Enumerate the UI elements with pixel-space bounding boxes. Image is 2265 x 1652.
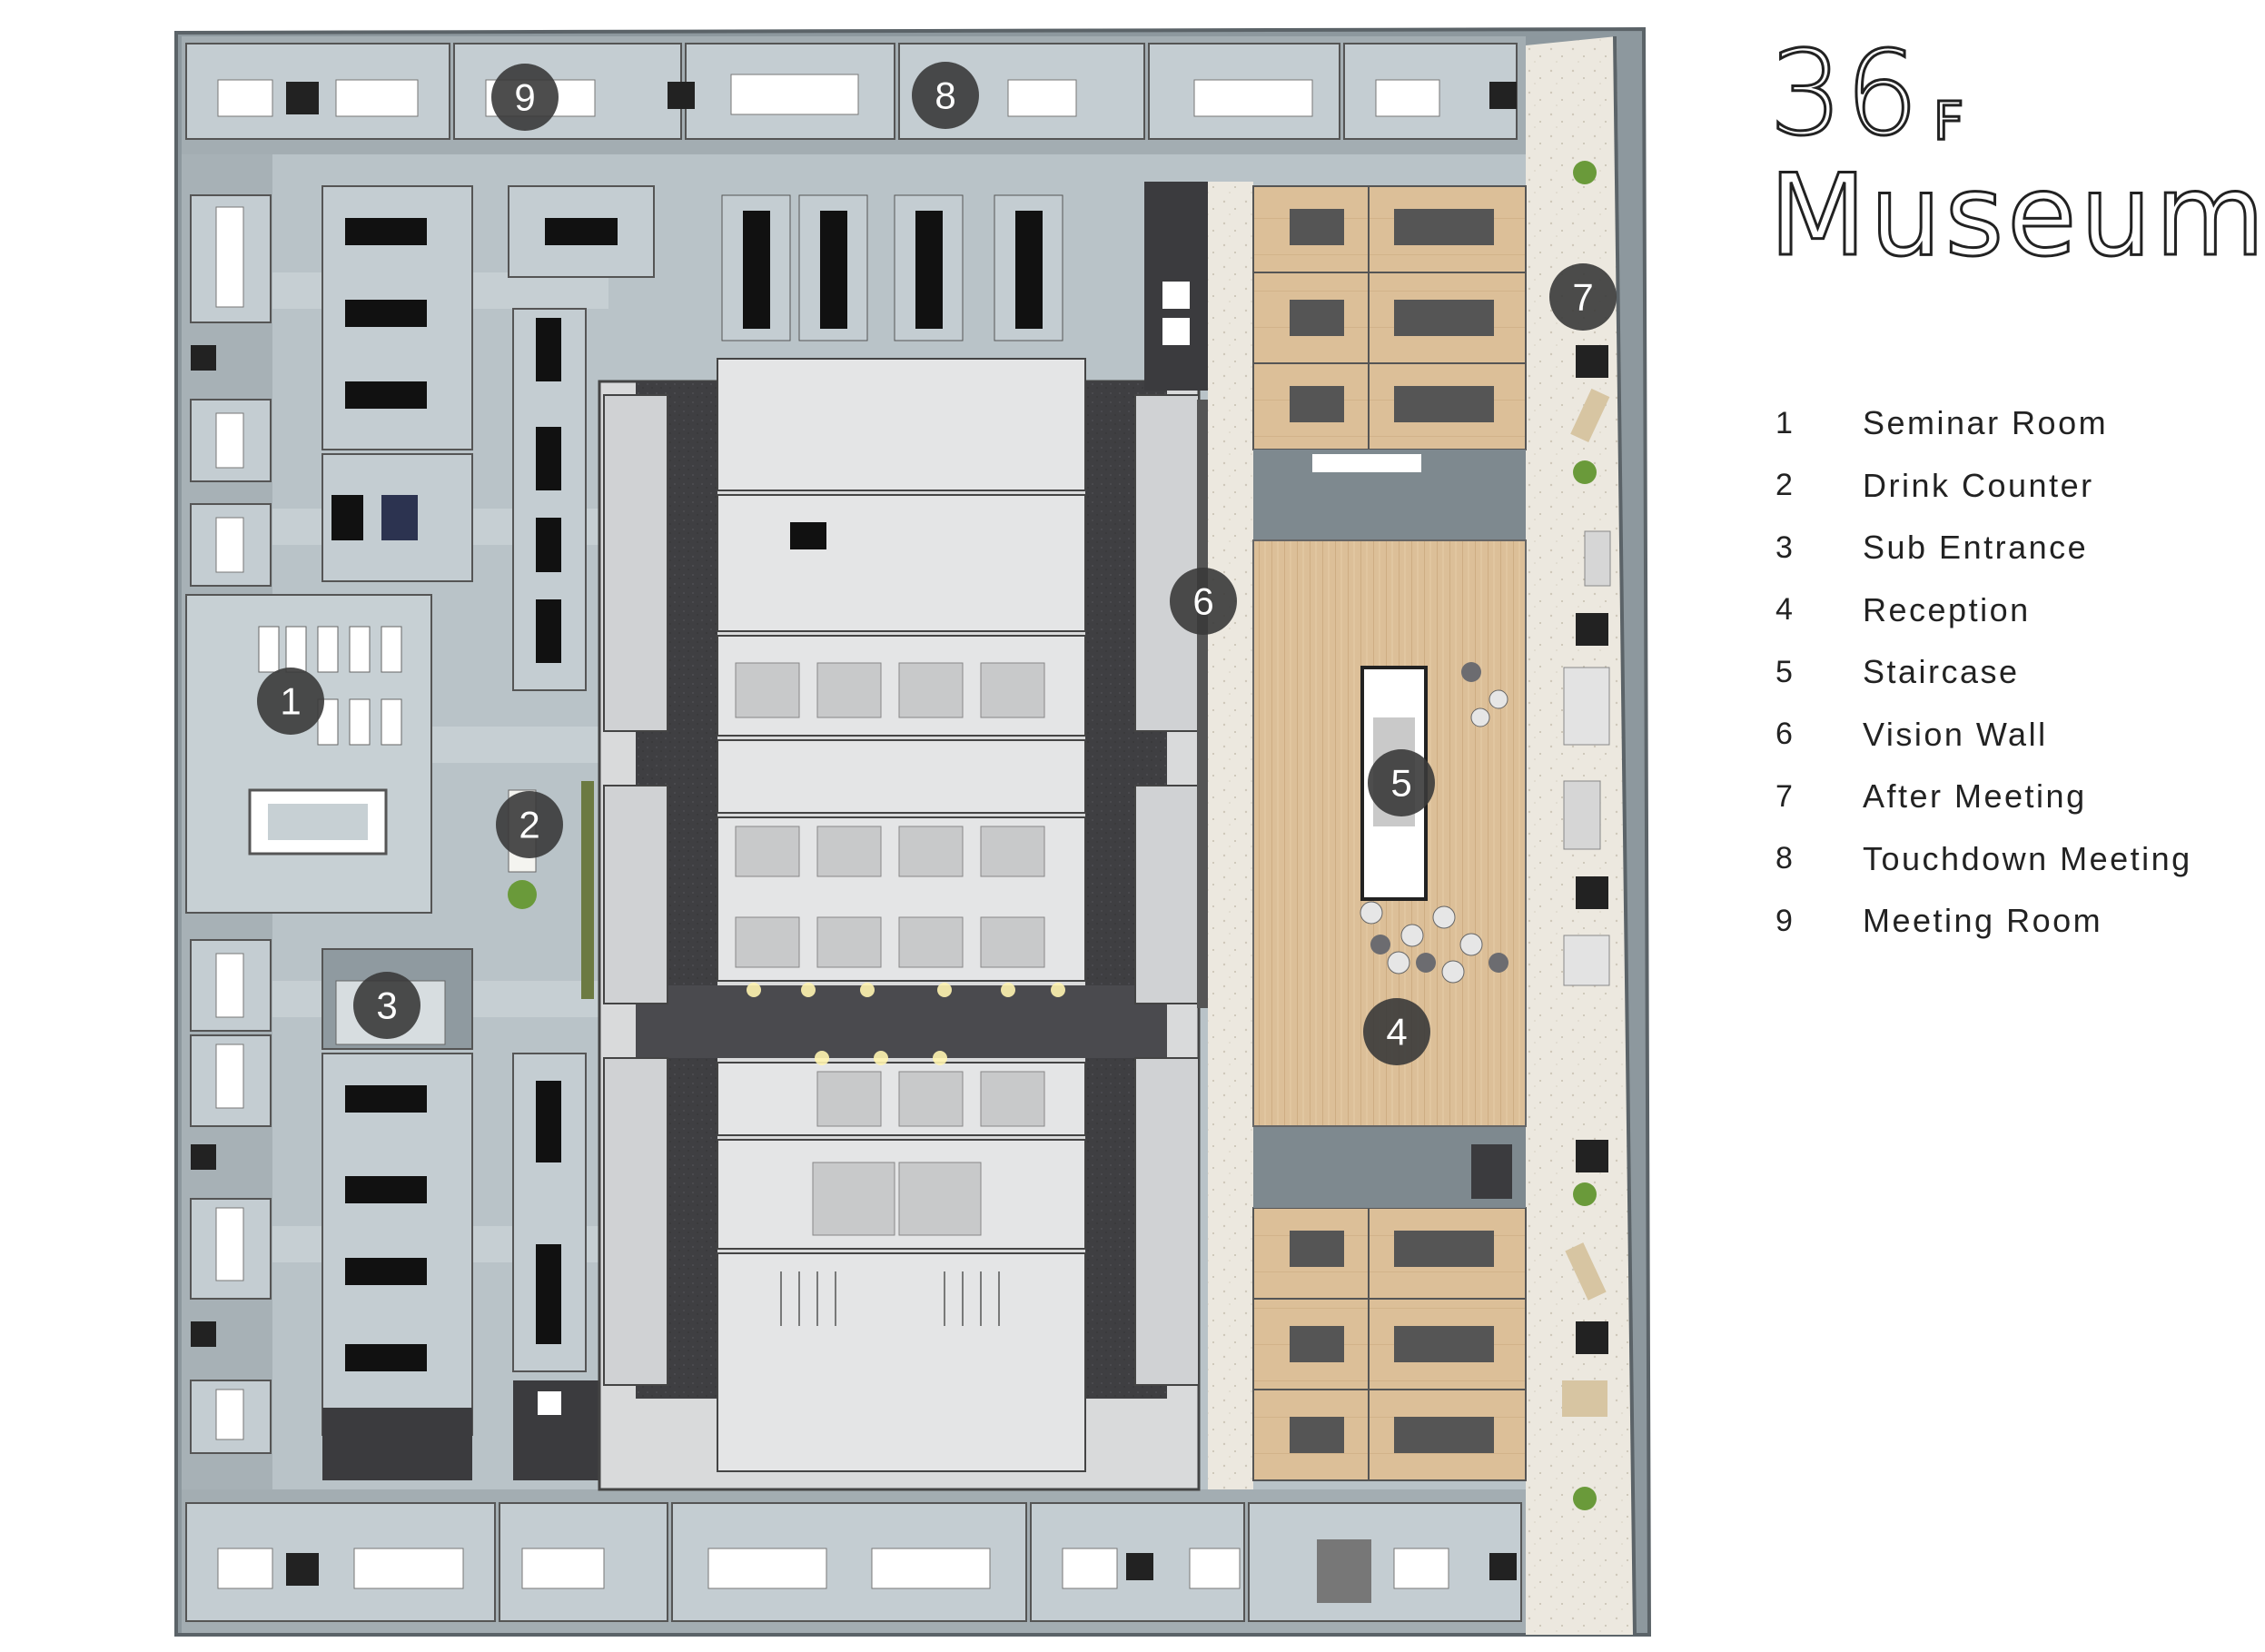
- legend-label: Seminar Room: [1863, 404, 2109, 442]
- svg-text:4: 4: [1386, 1011, 1407, 1054]
- svg-text:6: 6: [1192, 580, 1213, 623]
- floor-name: Museum: [1768, 151, 2265, 282]
- floor-unit: F: [1932, 90, 1964, 152]
- seminar-room: [185, 594, 432, 914]
- east-lounge-furniture: [1562, 161, 1611, 1510]
- svg-text:3: 3: [376, 984, 397, 1027]
- legend-label: Meeting Room: [1863, 902, 2103, 940]
- building-core: [598, 358, 1201, 1491]
- west-focus-rooms-upper: [321, 185, 655, 691]
- legend-item: 4 Reception: [1775, 579, 2248, 642]
- legend-label: Vision Wall: [1863, 715, 2048, 753]
- legend-number: 6: [1775, 717, 1794, 752]
- legend-item: 8 Touchdown Meeting: [1775, 828, 2248, 891]
- legend-number: 2: [1775, 468, 1794, 503]
- north-meeting-rooms: [185, 43, 1518, 140]
- floor-number: 36: [1768, 26, 1921, 162]
- svg-text:8: 8: [935, 74, 955, 117]
- east-corridor: [1208, 182, 1253, 1489]
- green-wall: [581, 781, 594, 999]
- legend-item: 6 Vision Wall: [1775, 704, 2248, 767]
- plant-icon: [508, 880, 537, 909]
- legend-number: 1: [1775, 405, 1794, 440]
- marker-7: 7: [1549, 263, 1617, 331]
- svg-text:1: 1: [280, 680, 301, 723]
- marker-2: 2: [496, 791, 563, 858]
- legend-item: 9 Meeting Room: [1775, 890, 2248, 953]
- west-perimeter-rooms: [190, 194, 272, 1454]
- marker-3: 3: [353, 972, 420, 1039]
- vision-wall: [1197, 400, 1208, 1008]
- floor-title: 36 F Museum: [1768, 26, 2265, 282]
- legend-label: Reception: [1863, 590, 2031, 628]
- marker-4: 4: [1363, 998, 1430, 1065]
- legend-item: 3 Sub Entrance: [1775, 517, 2248, 579]
- west-focus-rooms-lower: [321, 1053, 599, 1480]
- legend-label: Touchdown Meeting: [1863, 839, 2192, 877]
- svg-text:5: 5: [1390, 762, 1411, 805]
- legend-label: After Meeting: [1863, 777, 2087, 816]
- legend-number: 7: [1775, 778, 1794, 814]
- marker-8: 8: [912, 62, 979, 129]
- legend-item: 2 Drink Counter: [1775, 455, 2248, 518]
- south-meeting-rooms: [185, 1502, 1522, 1622]
- location-markers: 1 2 3 4 5 6 7 8: [257, 62, 1617, 1065]
- legend-number: 5: [1775, 654, 1794, 689]
- legend-item: 1 Seminar Room: [1775, 392, 2248, 455]
- legend-number: 9: [1775, 903, 1794, 938]
- floor-label: 36 F: [1768, 26, 2241, 162]
- svg-text:9: 9: [514, 76, 535, 119]
- legend-item: 7 After Meeting: [1775, 766, 2248, 828]
- legend-item: 5 Staircase: [1775, 641, 2248, 704]
- east-meeting-pods-upper: [1252, 185, 1527, 450]
- legend-number: 4: [1775, 592, 1794, 628]
- east-meeting-pods-lower: [1252, 1207, 1527, 1481]
- legend-number: 3: [1775, 529, 1794, 565]
- legend-label: Sub Entrance: [1863, 529, 2089, 567]
- legend-number: 8: [1775, 841, 1794, 876]
- legend-label: Staircase: [1863, 653, 2020, 691]
- marker-1: 1: [257, 668, 324, 735]
- legend-label: Drink Counter: [1863, 466, 2094, 504]
- marker-5: 5: [1368, 749, 1435, 816]
- svg-text:2: 2: [519, 804, 539, 846]
- marker-9: 9: [491, 64, 559, 131]
- marker-6: 6: [1170, 568, 1237, 635]
- legend: 1 Seminar Room 2 Drink Counter 3 Sub Ent…: [1775, 392, 2248, 953]
- reception-seating: [1360, 689, 1508, 984]
- reception-dark-seats: [1370, 662, 1508, 973]
- north-conference-tables: [721, 194, 1063, 341]
- svg-text:7: 7: [1572, 276, 1593, 319]
